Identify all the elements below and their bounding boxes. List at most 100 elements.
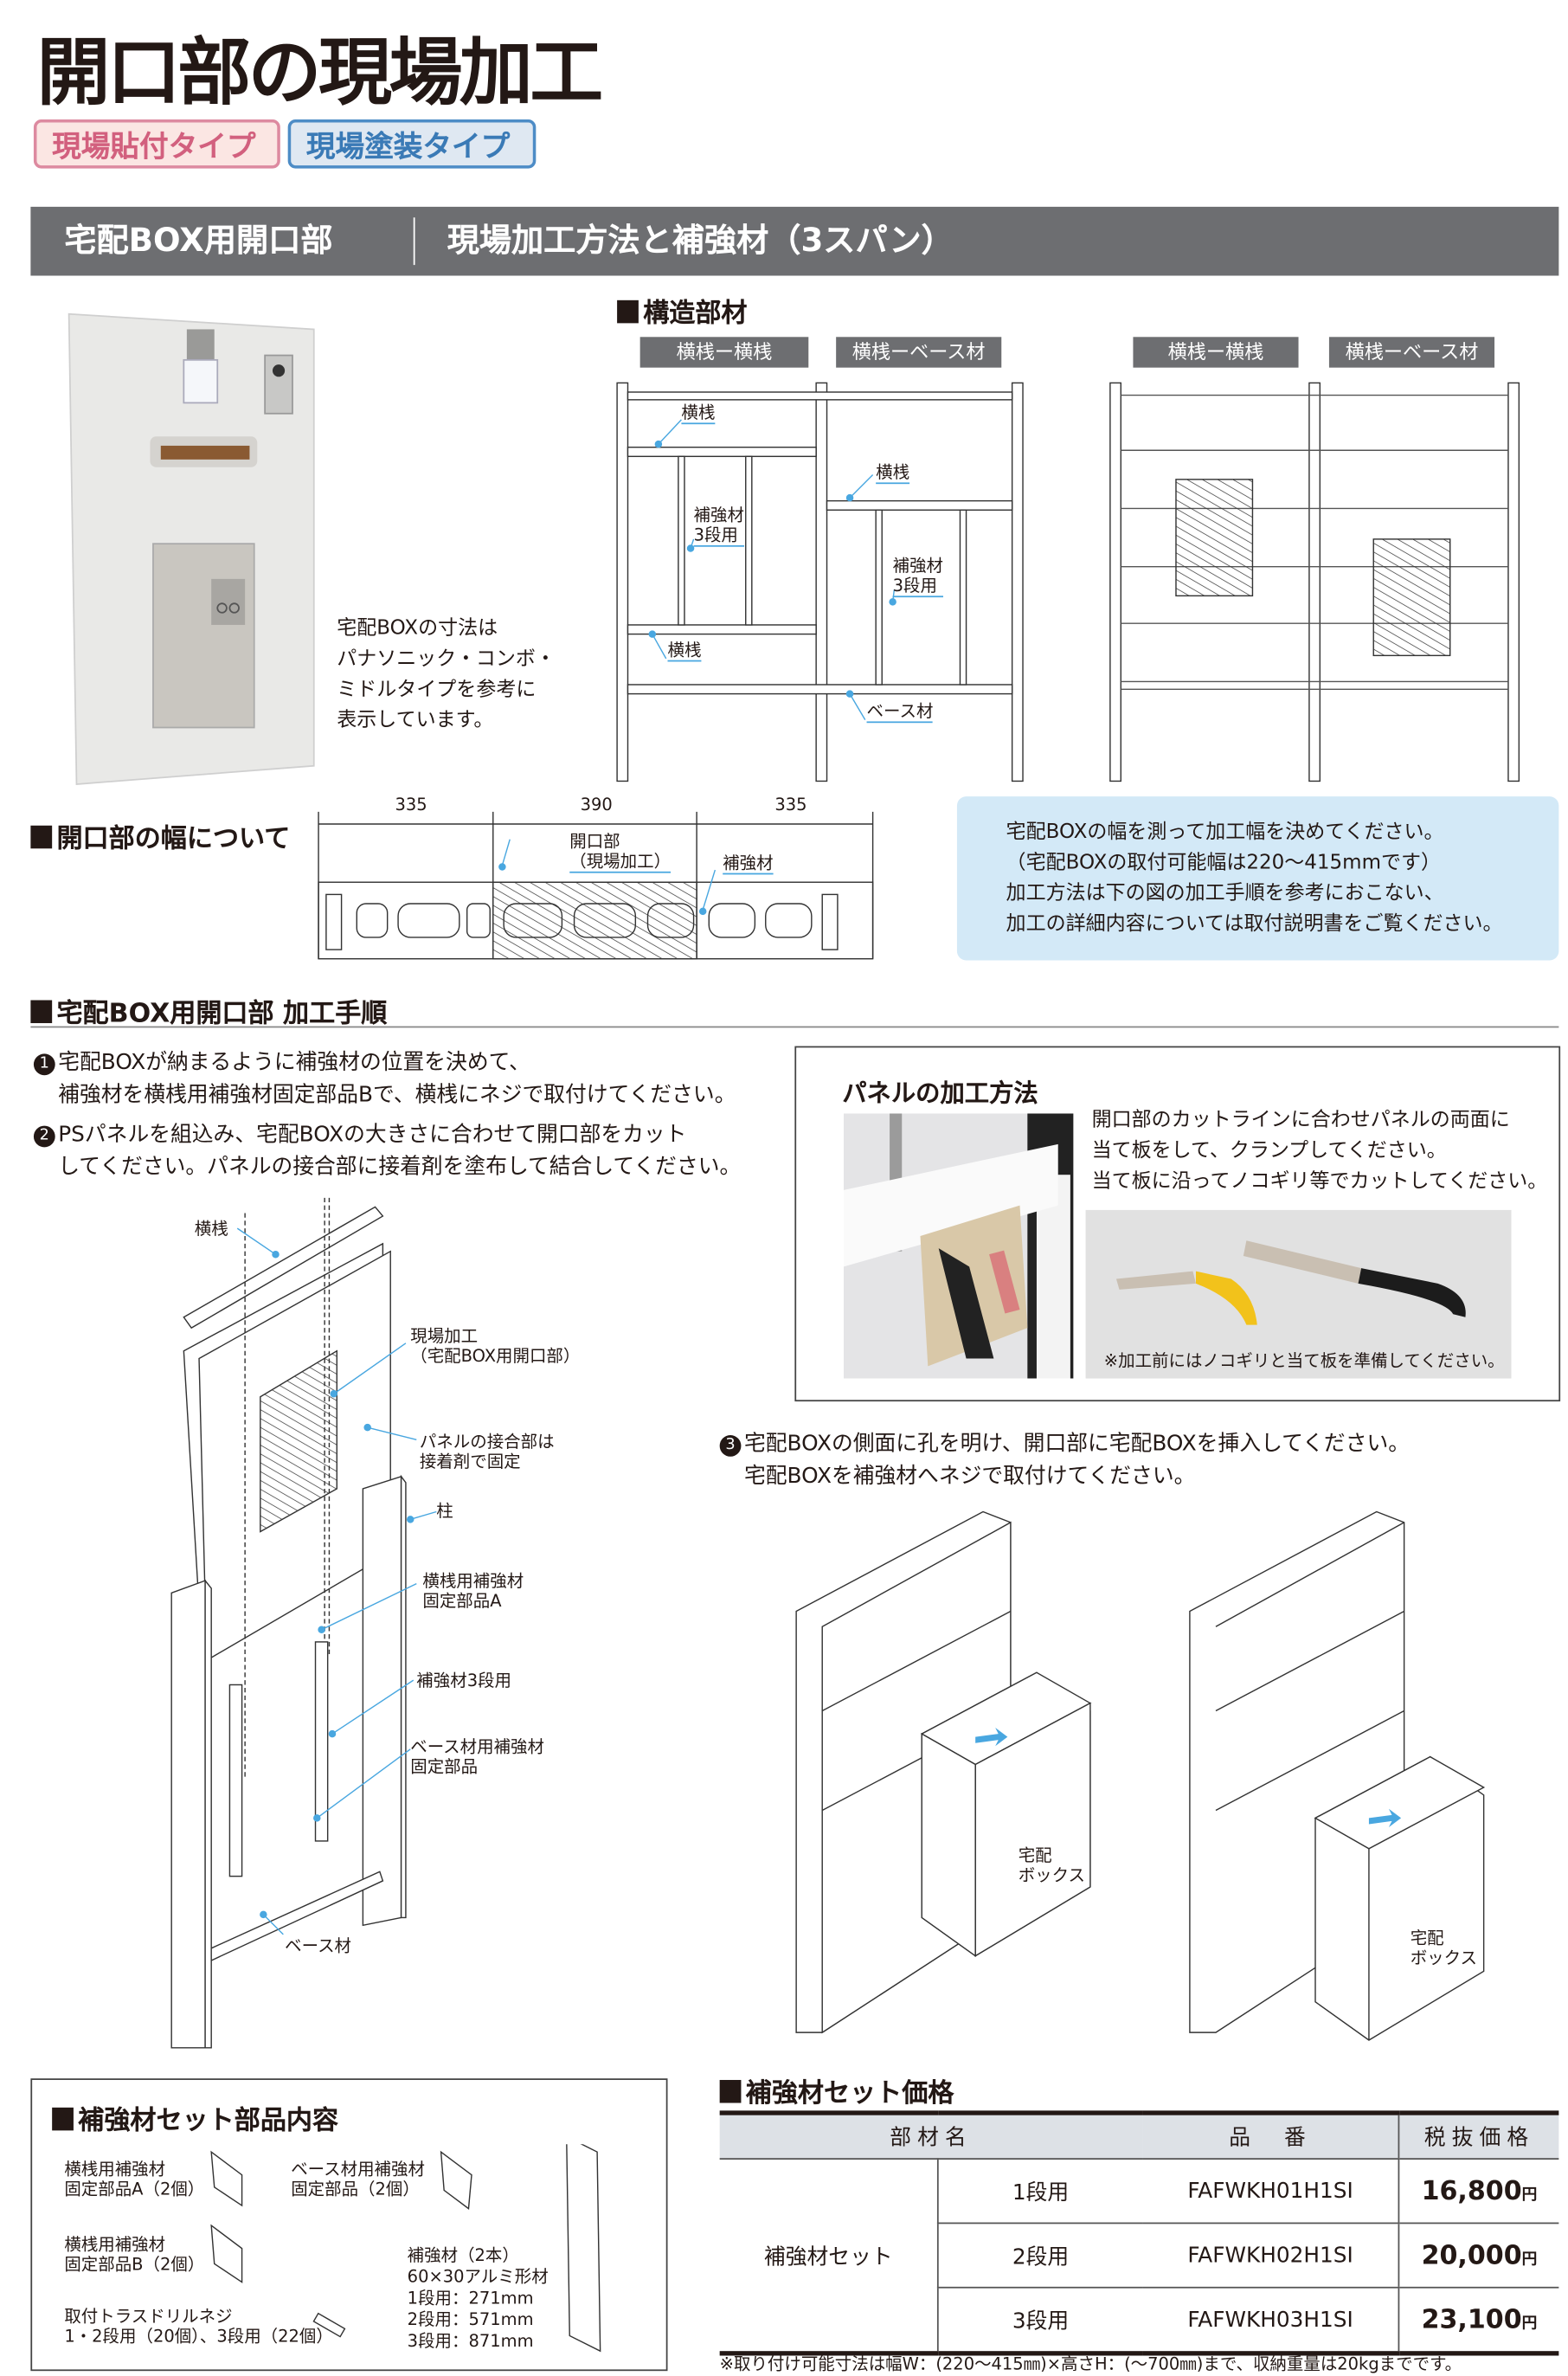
badge-site-applied: 現場貼付タイプ [33,119,280,169]
section-header-bar: 宅配BOX用開口部 現場加工方法と補強材（3スパン） [30,206,1559,276]
label-exploded-base-fix: ベース材用補強材固定部品 [410,1736,544,1777]
width-heading: 開口部の幅について [30,816,290,854]
tag-rail-base: 横桟ーベース材 [836,337,1002,368]
dim-right: 335 [774,795,807,815]
table-row: 補強材セット 1段用 FAFWKH01H1SI 16,800円 [719,2159,1559,2356]
badge-site-painted: 現場塗装タイプ [287,119,537,169]
frame-diagram-openings [1109,382,1520,782]
saw-photo-note: ※加工前にはノコギリと当て板を準備してください。 [1103,1350,1505,1371]
label-opening: 開口部（現場加工） [569,831,672,873]
price-cell: 23,100円 [1398,2287,1559,2356]
reinforcement-bar-icon [566,2144,601,2353]
label-exploded-post: 柱 [436,1501,453,1522]
label-yokosan-top: 横桟 [681,402,716,425]
price-cell: 16,800円 [1398,2159,1559,2225]
screw-icon [312,2312,346,2338]
box-installation-diagram [795,1510,1486,2041]
label-exploded-yokosan: 横桟 [194,1219,228,1240]
caption-line: パナソニック・コンボ・ [337,647,556,672]
tag-rail-rail: 横桟ー横桟 [639,337,809,368]
info-line: （宅配BOXの取付可能幅は220～415mmです） [1006,851,1442,875]
caption-line: ミドルタイプを参考に [337,678,537,702]
part-fix-b: 横桟用補強材固定部品B（2個） [64,2234,205,2275]
part-fix-a: 横桟用補強材固定部品A（2個） [64,2159,205,2200]
label-exploded-reinforcement: 補強材3段用 [416,1671,512,1691]
price-heading: 補強材セット価格 [720,2070,954,2109]
parts-box [30,2078,668,2372]
caption-line: 表示しています。 [337,709,494,732]
label-exploded-site-processing: 現場加工（宅配BOX用開口部） [410,1326,581,1367]
panel-clamp-photo [843,1113,1074,1379]
info-box: 宅配BOXの幅を測って加工幅を決めてください。 （宅配BOXの取付可能幅は220… [956,796,1559,961]
info-line: 加工の詳細内容については取付説明書をご覧ください。 [1006,912,1503,937]
part-base-fix: ベース材用補強材固定部品（2個） [291,2159,425,2200]
product-photo [67,312,315,785]
table-row: 3段用 FAFWKH03H1SI 23,100円 [720,2287,1559,2356]
code-cell: FAFWKH02H1SI [1142,2223,1399,2289]
panel-method-title: パネルの加工方法 [842,1078,1038,1108]
dim-left: 335 [395,795,427,815]
frame-diagram-reinforcement [616,382,1024,782]
set-name-cell: 補強材セット [719,2159,938,2356]
step-number: 2 [33,1125,55,1148]
type-cell: 1段用 [936,2159,1143,2225]
exploded-assembly-diagram [170,1197,437,2049]
tag-rail-rail-2: 横桟ー横桟 [1133,337,1299,368]
label-exploded-fix-a: 横桟用補強材固定部品A [422,1571,524,1612]
col-header-price: 税抜価格 [1398,2110,1559,2160]
parts-heading: 補強材セット部品内容 [52,2098,338,2136]
procedure-heading: 宅配BOX用開口部 加工手順 [30,991,387,1029]
header-left: 宅配BOX用開口部 [64,222,333,260]
photo-caption: 宅配BOXの寸法は パナソニック・コンボ・ ミドルタイプを参考に 表示しています… [337,615,556,737]
label-base: ベース材 [866,701,934,724]
install-frame-lower [1189,1510,1486,2041]
info-line: 宅配BOXの幅を測って加工幅を決めてください。 [1006,821,1444,844]
price-table: 部材名 品 番 税抜価格 補強材セット 1段用 FAFWKH01H1SI 16,… [719,2110,1559,2356]
install-frame-upper [795,1510,1092,2034]
step-number: 1 [33,1053,55,1076]
structure-heading: 構造部材 [617,291,747,329]
page-title: 開口部の現場加工 [36,30,603,117]
type-cell: 2段用 [936,2223,1143,2289]
label-exploded-joint: パネルの接合部は接着剤で固定 [419,1432,555,1472]
table-row: 2段用 FAFWKH02H1SI 20,000円 [720,2223,1559,2289]
price-cell: 20,000円 [1398,2223,1559,2289]
price-note: ※取り付け可能寸法は幅W：(220～415㎜)×高さH：(～700㎜)まで、収納… [719,2353,1462,2374]
bracket-b-icon [210,2224,243,2283]
parts-illustrations [210,2144,601,2353]
tag-rail-base-2: 横桟ーベース材 [1328,337,1495,368]
label-yokosan-bottom: 横桟 [667,640,702,662]
bracket-base-icon [440,2150,472,2210]
type-cell: 3段用 [936,2287,1143,2356]
code-cell: FAFWKH03H1SI [1142,2287,1399,2356]
label-box-1: 宅配ボックス [1018,1845,1085,1886]
col-header-part: 部材名 [719,2110,1143,2160]
panel-method-box [794,1046,1561,1402]
dim-center: 390 [580,795,613,815]
info-line: 加工方法は下の図の加工手順を参考におこない、 [1006,882,1444,905]
code-cell: FAFWKH01H1SI [1142,2159,1399,2225]
label-exploded-base: ベース材 [285,1935,352,1956]
procedure-divider [30,1026,1559,1028]
col-header-code: 品 番 [1142,2110,1399,2160]
label-reinforcement: 補強材 [723,853,774,875]
panel-method-text: 開口部のカットラインに合わせパネルの両面に当て板をして、クランプしてください。当… [1091,1109,1548,1194]
saw-photo: ※加工前にはノコギリと当て板を準備してください。 [1085,1209,1512,1379]
step-number: 3 [719,1435,742,1457]
saw-icon [1115,1240,1466,1325]
label-box-2: 宅配ボックス [1410,1928,1477,1968]
header-right: 現場加工方法と補強材（3スパン） [447,222,954,260]
table-header-row: 部材名 品 番 税抜価格 [719,2110,1559,2160]
header-divider [413,217,415,266]
label-yokosan-right: 横桟 [876,462,910,485]
bracket-a-icon [210,2150,243,2207]
width-dimension-diagram [318,811,874,960]
caption-line: 宅配BOXの寸法は [337,617,498,641]
